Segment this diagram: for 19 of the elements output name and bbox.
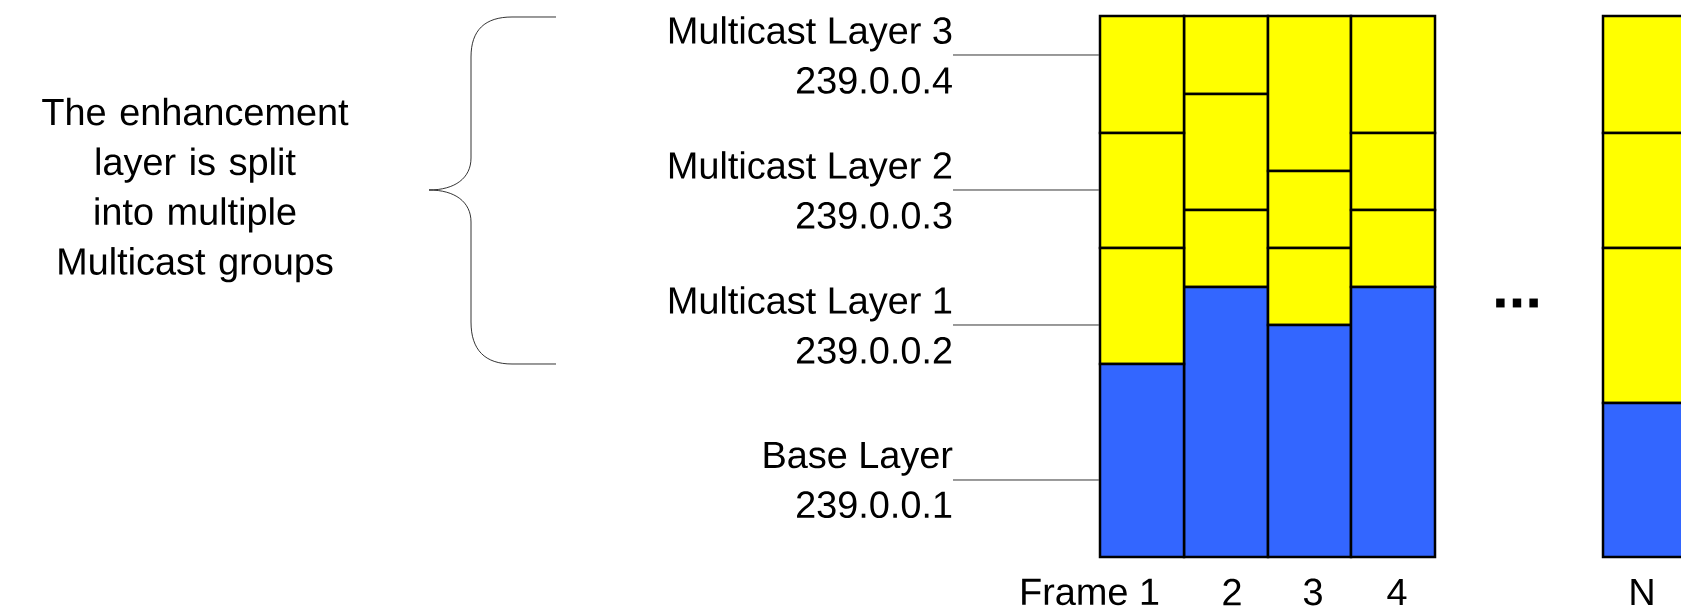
frame-label: 2	[1223, 578, 1241, 606]
ellipsis: ...	[1496, 298, 1538, 308]
layer-block	[1098, 14, 1186, 135]
note-text: The enhancement layer is split into multiple Multicast groups	[42, 97, 349, 283]
frame-label: 3	[1303, 578, 1322, 606]
leader-line	[952, 189, 1100, 191]
layer-block	[1098, 362, 1186, 559]
layer-block	[1098, 246, 1186, 366]
leader-line	[952, 479, 1100, 481]
layer-block	[1098, 131, 1186, 250]
layer-label: Base Layer 239.0.0.1	[764, 441, 953, 519]
layer-label: Multicast Layer 3 239.0.0.4	[669, 16, 952, 94]
leader-line	[952, 54, 1100, 56]
frame-label: 4	[1387, 578, 1407, 605]
frame-label: Frame 1	[1022, 578, 1159, 606]
layer-label: Multicast Layer 1 239.0.0.2	[669, 286, 952, 364]
leader-line	[952, 324, 1100, 326]
frame-label: N	[1631, 578, 1653, 605]
layer-label: Multicast Layer 2 239.0.0.3	[669, 151, 952, 229]
